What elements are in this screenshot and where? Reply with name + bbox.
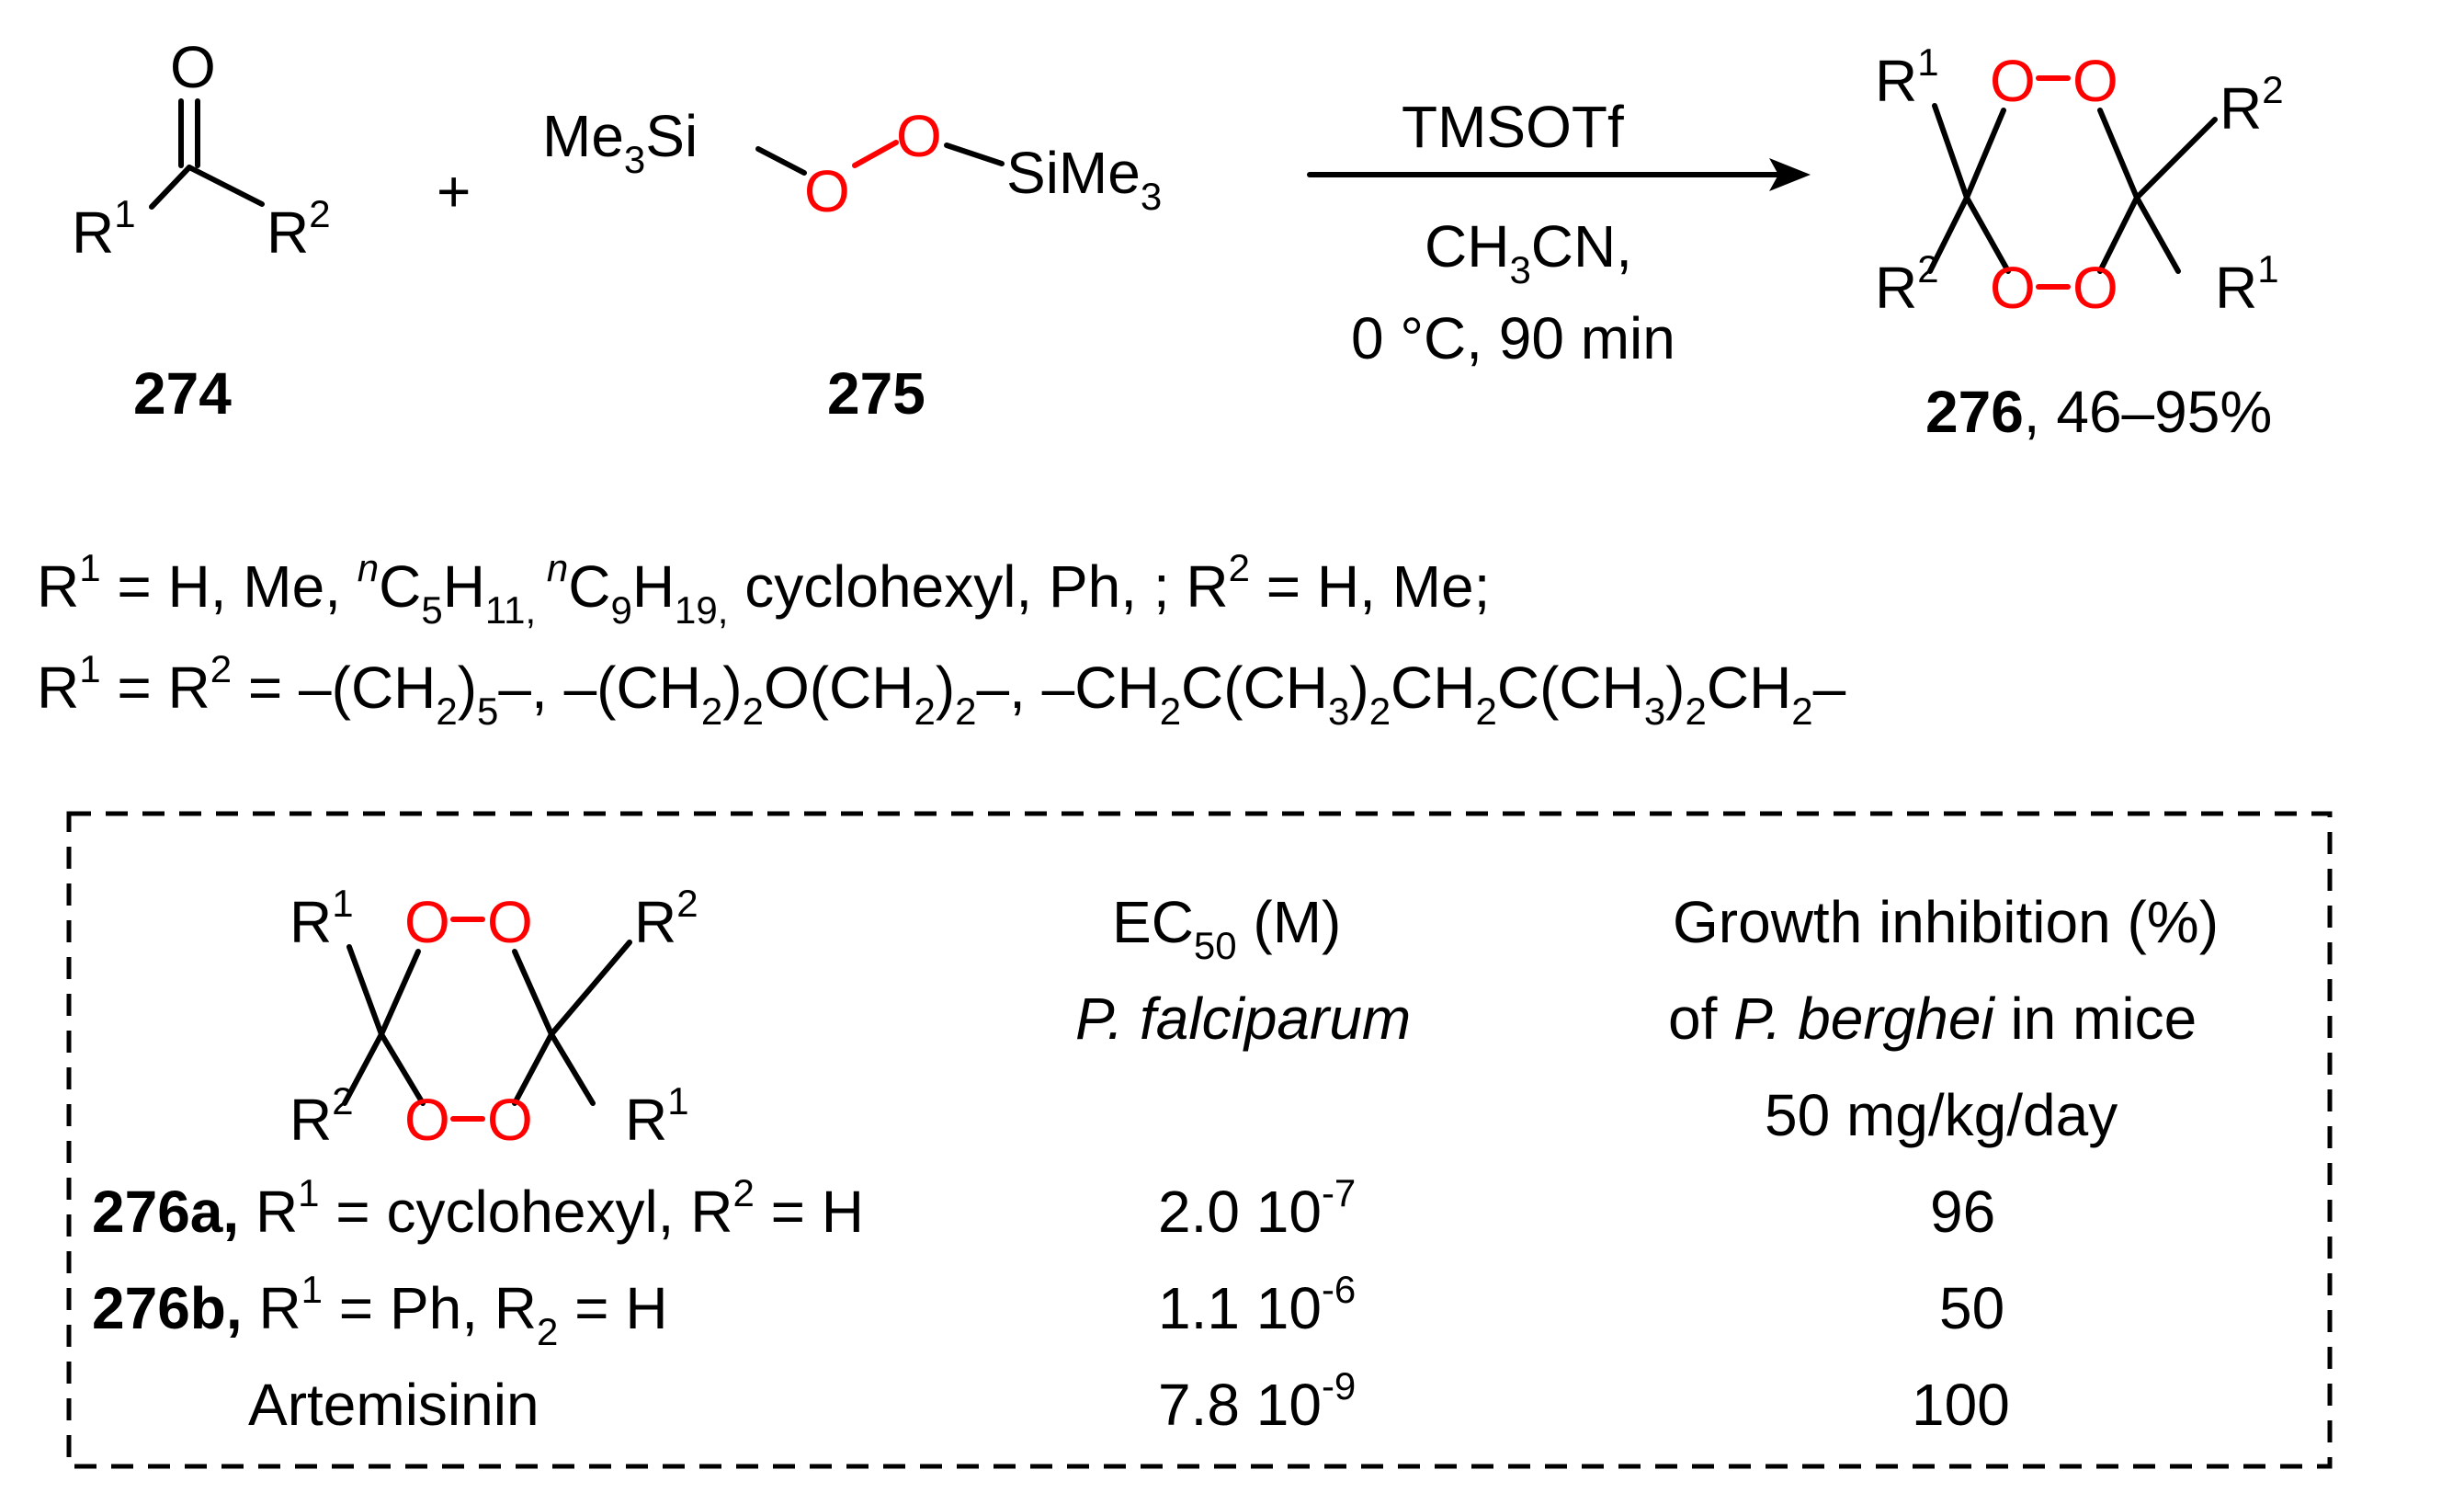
row-276a-name: 276a, R1 = cyclohexyl, R2 = H — [92, 1171, 864, 1245]
header-ec50: EC50 (M) — [1112, 889, 1341, 967]
tetraoxane-276: R1 O O R2 R2 O O R1 — [1875, 40, 2284, 321]
peroxide-oxygen-2: O — [896, 103, 942, 169]
product-bond-2 — [1964, 108, 2006, 200]
ketone-274: O R1 R2 274 — [72, 34, 331, 427]
product-bond-4 — [1964, 195, 2011, 274]
peroxide-275: Me3Si O O SiMe3 275 — [542, 103, 1162, 427]
box-r1-bottom: R1 — [625, 1079, 689, 1153]
box-o-1: O — [404, 889, 450, 955]
row-276a-ec50: 2.0 10-7 — [1158, 1171, 1356, 1245]
box-bond-1 — [346, 944, 384, 1037]
row-artemisinin-ec50: 7.8 10-9 — [1158, 1364, 1356, 1438]
tetraoxane-generic: R1 O O R2 R2 O O R1 — [290, 882, 698, 1153]
plus-sign: + — [437, 158, 471, 224]
box-o-4: O — [487, 1087, 533, 1153]
product-bond-6 — [2134, 117, 2218, 200]
ketone-oxygen: O — [170, 34, 216, 100]
ketone-bond-left — [149, 165, 192, 210]
box-r2-top: R2 — [634, 882, 698, 955]
product-bond-5 — [2097, 108, 2140, 200]
header-dose: 50 mg/kg/day — [1765, 1082, 2118, 1148]
box-r2-bottom: R2 — [290, 1079, 354, 1153]
product-bond-7 — [2097, 195, 2140, 274]
ketone-r2: R2 — [267, 192, 331, 266]
product-label-yield: 276, 46–95% — [1925, 379, 2272, 445]
sime3-right: SiMe3 — [1006, 140, 1162, 218]
temperature-time: 0 °C, 90 min — [1351, 305, 1675, 371]
product-bond-8 — [2134, 195, 2181, 274]
box-bond-2 — [379, 949, 421, 1037]
reagent-tmsotf: TMSOTf — [1402, 94, 1624, 160]
box-o-3: O — [404, 1087, 450, 1153]
substituents-line-2: R1 = R2 = –(CH2)5–, –(CH2)2O(CH2)2–, –CH… — [37, 647, 1846, 733]
compound-label-274: 274 — [133, 360, 232, 427]
box-bond-6 — [549, 940, 632, 1037]
reaction-arrow: TMSOTf CH3CN, 0 °C, 90 min — [1307, 94, 1811, 371]
box-o-2: O — [487, 889, 533, 955]
header-p-berghei: of P. berghei in mice — [1668, 986, 2197, 1052]
row-artemisinin-growth: 100 — [1912, 1372, 2010, 1438]
o-o-bond — [852, 140, 899, 168]
me3si-left: Me3Si — [542, 103, 698, 181]
row-276a-growth: 96 — [1930, 1179, 1995, 1245]
box-bond-7 — [512, 1031, 554, 1106]
product-r1-bottom: R1 — [2215, 247, 2279, 321]
product-o-4: O — [2072, 255, 2118, 321]
ketone-bond-right — [187, 165, 265, 207]
row-276b-ec50: 1.1 10-6 — [1158, 1268, 1356, 1341]
box-bond-3 — [342, 1031, 384, 1106]
row-276b-name: 276b, R1 = Ph, R2 = H — [92, 1268, 668, 1353]
box-bond-4 — [379, 1031, 426, 1106]
product-bond-3 — [1927, 195, 1970, 274]
box-r1-top: R1 — [290, 882, 354, 955]
ketone-r1: R1 — [72, 192, 136, 266]
peroxide-oxygen-1: O — [804, 158, 850, 224]
box-bond-5 — [512, 949, 554, 1037]
product-r2-bottom: R2 — [1875, 247, 1939, 321]
si-o-bond-right — [944, 142, 1005, 166]
substituents-line-1: R1 = H, Me, nC5H11, nC9H19, cyclohexyl, … — [37, 546, 1490, 632]
compound-label-275: 275 — [827, 360, 925, 427]
product-r1-top: R1 — [1875, 40, 1939, 114]
product-r2-top: R2 — [2220, 68, 2284, 142]
product-o-1: O — [1990, 48, 2036, 114]
box-bond-8 — [549, 1031, 596, 1106]
si-o-bond-left — [755, 146, 807, 176]
row-276b-growth: 50 — [1939, 1275, 2004, 1341]
product-bond-1 — [1932, 103, 1970, 200]
row-artemisinin-name: Artemisinin — [248, 1372, 539, 1438]
header-growth-inhibition: Growth inhibition (%) — [1673, 889, 2219, 955]
arrow-head — [1769, 158, 1811, 191]
product-o-3: O — [1990, 255, 2036, 321]
activity-table-box — [66, 811, 2333, 1469]
solvent-ch3cn: CH3CN, — [1425, 213, 1632, 291]
product-o-2: O — [2072, 48, 2118, 114]
header-p-falciparum: P. falciparum — [1075, 986, 1411, 1052]
